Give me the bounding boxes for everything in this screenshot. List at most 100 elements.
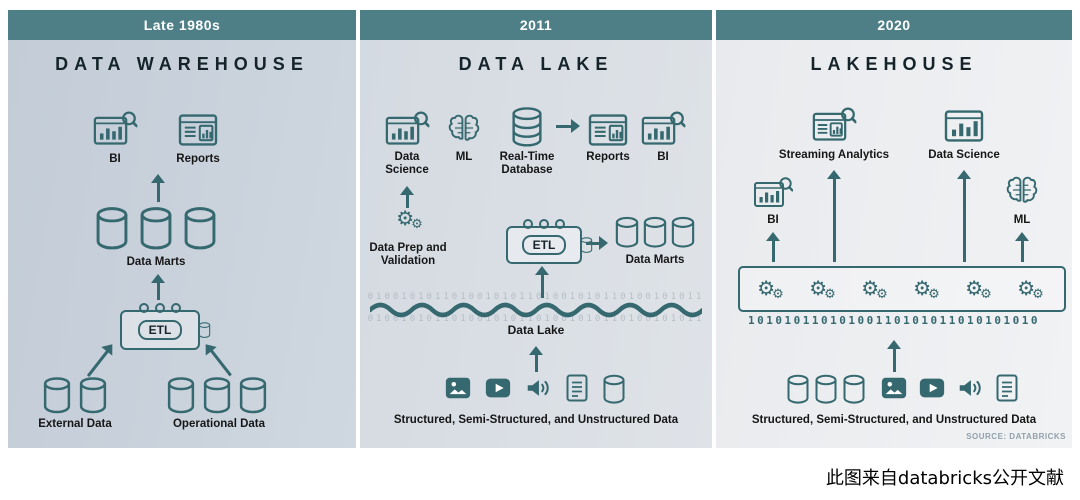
reports-icon <box>586 112 630 148</box>
arrow-right-icon <box>556 118 580 134</box>
cylinder-icon <box>202 376 232 414</box>
era-badge: 2011 <box>360 10 712 40</box>
data-marts-label: Data Marts <box>126 256 186 268</box>
external-data-label: External Data <box>38 418 112 430</box>
etl-machine-icon: ETL <box>120 303 200 350</box>
ml-brain-icon <box>446 110 482 146</box>
arrow-diagonal-icon <box>199 339 236 380</box>
data-marts-label: Data Marts <box>625 254 685 266</box>
gear-icon: ⚙ <box>876 287 888 302</box>
gears-icon: ⚙⚙ <box>861 276 891 302</box>
panel-lakehouse: 2020 LAKEHOUSE Streaming Analytics Data … <box>716 10 1072 448</box>
etl-indicator-lights <box>139 303 181 313</box>
cylinder-icon <box>670 216 696 248</box>
gear-icon: ⚙ <box>824 287 836 302</box>
arrow-up-icon <box>150 174 166 202</box>
ml-label: ML <box>455 151 473 163</box>
panel-data-lake: 2011 DATA LAKE Data Science ML Real-Time… <box>360 10 712 448</box>
etl-machine-icon: ETL <box>506 219 582 264</box>
data-science-icon <box>384 110 430 148</box>
gear-icon: ⚙ <box>965 276 984 300</box>
era-badge: 2020 <box>716 10 1072 40</box>
video-icon <box>918 374 946 402</box>
data-science-label: Data Science <box>928 149 1000 161</box>
etl-label: ETL <box>521 235 567 255</box>
arrow-up-icon <box>534 266 550 298</box>
cylinder-icon <box>786 374 810 404</box>
reports-label: Reports <box>176 153 220 165</box>
cylinder-icon <box>182 206 218 250</box>
gears-icon: ⚙⚙ <box>913 276 943 302</box>
data-prep-label: Data Prep and Validation <box>369 242 447 267</box>
bi-icon <box>640 110 686 148</box>
data-science-icon <box>942 108 986 144</box>
cylinder-icon <box>78 376 108 414</box>
image-icon <box>444 374 472 402</box>
streaming-analytics-label: Streaming Analytics <box>778 149 890 161</box>
image-icon <box>880 374 908 402</box>
operational-data-label: Operational Data <box>172 418 266 430</box>
structured-data-label: Structured, Semi-Structured, and Unstruc… <box>393 414 679 426</box>
panel-data-warehouse: Late 1980s DATA WAREHOUSE BI Reports Dat… <box>8 10 356 448</box>
cylinder-icon <box>842 374 866 404</box>
cylinder-icon <box>138 206 174 250</box>
ml-label: ML <box>1013 214 1031 226</box>
gear-icon: ⚙ <box>980 287 992 302</box>
etl-label: ETL <box>137 320 183 340</box>
gears-icon: ⚙⚙ <box>757 276 787 302</box>
reports-icon <box>176 112 220 148</box>
arrow-right-icon <box>586 235 608 251</box>
cylinder-icon <box>614 216 640 248</box>
cylinder-icon <box>42 376 72 414</box>
gears-icon: ⚙⚙ <box>386 206 436 231</box>
gear-icon: ⚙ <box>809 276 828 300</box>
gear-icon: ⚙ <box>1032 287 1044 302</box>
arrow-up-icon <box>399 186 415 208</box>
gears-icon: ⚙⚙ <box>1017 276 1047 302</box>
gear-icon: ⚙ <box>913 276 932 300</box>
audio-icon <box>956 374 984 402</box>
panel-title: DATA WAREHOUSE <box>55 54 309 74</box>
bi-label: BI <box>767 214 779 226</box>
document-icon <box>564 373 590 403</box>
cylinder-icon <box>238 376 268 414</box>
bi-icon <box>752 176 794 210</box>
cylinder-icon <box>642 216 668 248</box>
arrow-up-icon <box>1014 232 1030 262</box>
arrow-up-icon <box>528 346 544 372</box>
gear-icon: ⚙ <box>1017 276 1036 300</box>
gear-icon: ⚙ <box>861 276 880 300</box>
era-badge: Late 1980s <box>8 10 356 40</box>
data-lake-wave <box>370 302 702 318</box>
arrow-up-icon <box>826 170 842 262</box>
streaming-analytics-icon <box>810 106 858 144</box>
video-icon <box>484 374 512 402</box>
bi-label: BI <box>657 151 669 163</box>
document-icon <box>994 373 1020 403</box>
cylinder-icon <box>94 206 130 250</box>
gear-icon: ⚙ <box>928 287 940 302</box>
arrow-up-icon <box>765 232 781 262</box>
arrow-up-icon <box>956 170 972 262</box>
binary-digits: 0100101011010010101101001010110100101011 <box>367 314 705 324</box>
arrow-up-icon <box>886 340 902 372</box>
audio-icon <box>524 374 552 402</box>
gear-icon: ⚙ <box>396 206 415 230</box>
realtime-database-label: Real-Time Database <box>499 151 555 176</box>
arrow-up-icon <box>150 274 166 300</box>
gear-icon: ⚙ <box>772 287 784 302</box>
binary-digits: 0100101011010010101101001010110100101011 <box>367 292 705 302</box>
gears-icon: ⚙⚙ <box>965 276 995 302</box>
cylinder-icon <box>602 374 626 404</box>
reports-label: Reports <box>586 151 630 163</box>
cylinder-icon <box>814 374 838 404</box>
binary-digits: 10101011010100110101011010101010 <box>748 314 1040 327</box>
panel-title: LAKEHOUSE <box>810 54 978 74</box>
panel-title: DATA LAKE <box>458 54 614 74</box>
realtime-database-icon <box>510 106 544 148</box>
processing-layer-box: ⚙⚙ ⚙⚙ ⚙⚙ ⚙⚙ ⚙⚙ ⚙⚙ <box>738 266 1066 312</box>
structured-data-label: Structured, Semi-Structured, and Unstruc… <box>751 414 1037 426</box>
cylinder-icon <box>166 376 196 414</box>
gear-icon: ⚙ <box>757 276 776 300</box>
